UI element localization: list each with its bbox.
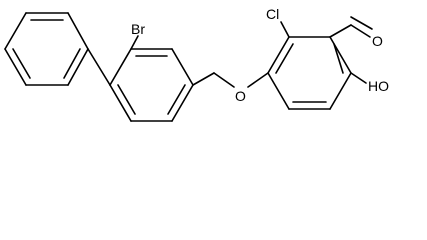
hydroxyl-label: HO: [368, 78, 389, 94]
double-bond-inner: [117, 84, 136, 115]
chemical-structure: Br Cl O O HO: [4, 6, 389, 122]
bond: [4, 48, 27, 86]
c-br-bond: [130, 35, 139, 50]
ch2-o-bond: [213, 72, 235, 88]
bond: [329, 36, 352, 74]
biaryl-bond: [87, 48, 111, 86]
double-bond-inner: [275, 43, 294, 74]
double-bond-inner: [12, 48, 31, 79]
bond: [171, 48, 194, 86]
bond: [4, 12, 27, 50]
bond: [267, 72, 290, 110]
aldehyde-oxygen-label: O: [372, 33, 383, 49]
ether-oxygen-label: O: [235, 88, 246, 104]
ch2-bond: [192, 72, 215, 86]
double-bond-inner: [333, 43, 344, 74]
o-aryl-bond: [247, 72, 269, 88]
bond: [109, 48, 132, 86]
bond: [171, 84, 194, 122]
bond: [329, 72, 352, 110]
c-oh-bond: [350, 72, 367, 84]
c-cl-bond: [280, 21, 290, 38]
benzaldehyde-ring: [267, 36, 352, 110]
phenyl-ring: [4, 12, 89, 86]
c-cho-bond: [329, 24, 352, 38]
bromophenyl-ring: [109, 48, 194, 122]
aldehyde-double-bond: [350, 16, 373, 30]
bond: [67, 48, 89, 86]
chlorine-label: Cl: [266, 6, 279, 22]
bromine-label: Br: [131, 21, 145, 37]
bond: [267, 36, 290, 74]
aldehyde-double-bond: [350, 24, 371, 38]
structure-canvas: Br Cl O O HO: [4, 6, 389, 122]
bond: [109, 84, 132, 122]
double-bond-inner: [63, 48, 81, 79]
bond: [67, 12, 89, 50]
double-bond-inner: [167, 84, 186, 115]
